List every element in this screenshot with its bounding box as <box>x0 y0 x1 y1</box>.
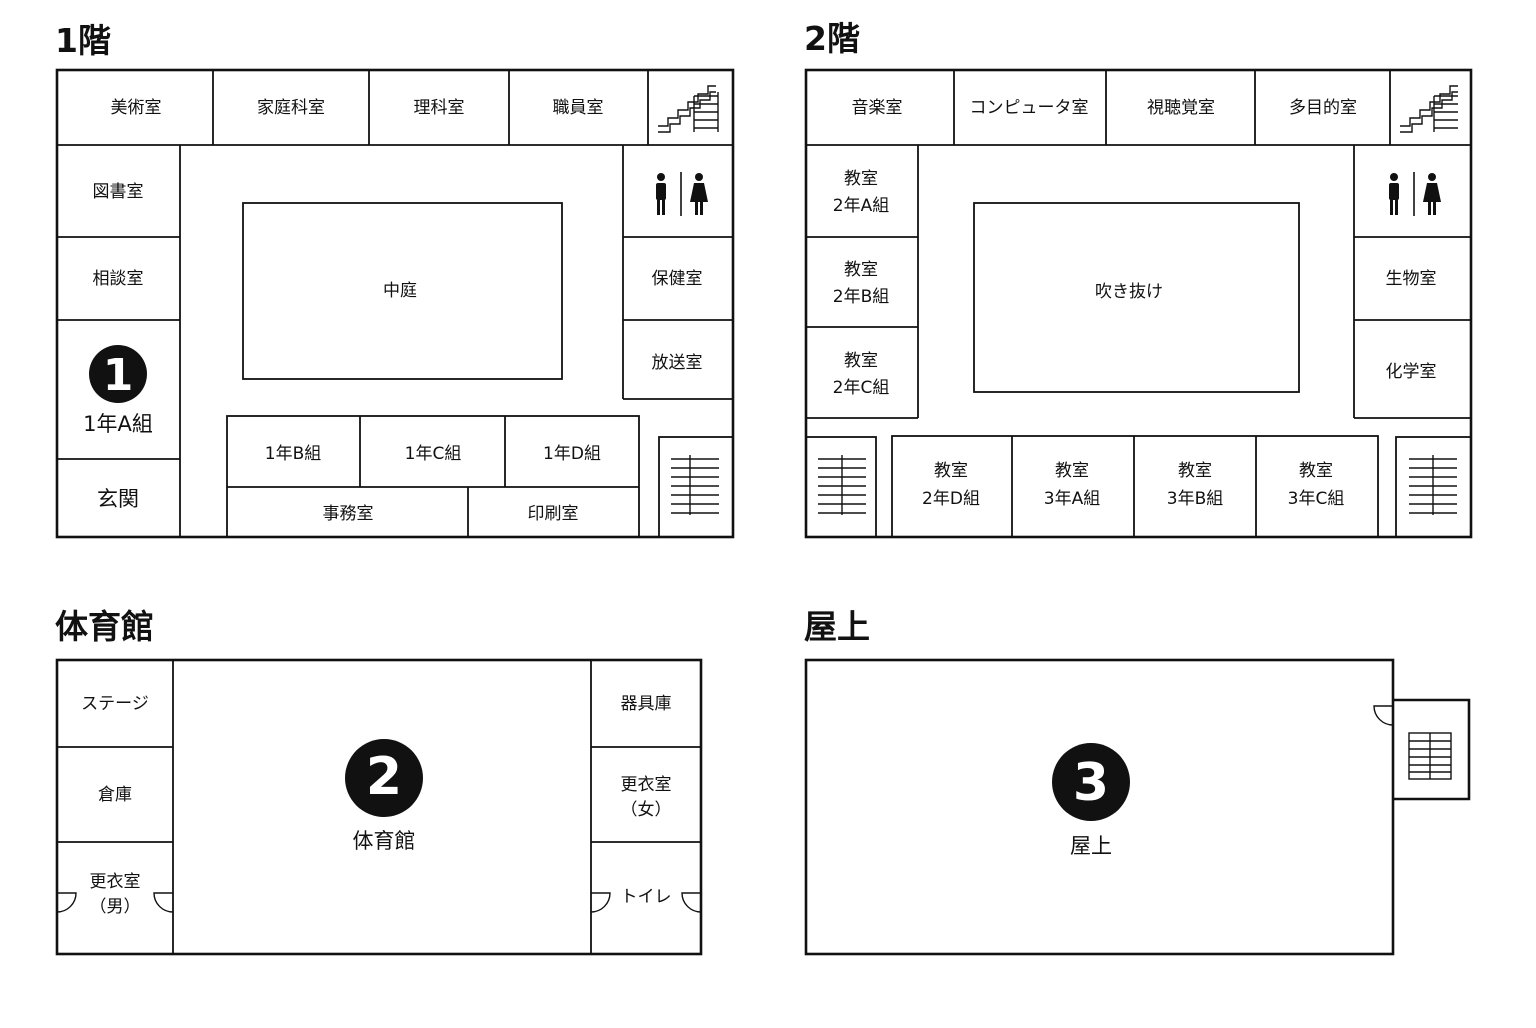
stairs-icon <box>1408 732 1452 780</box>
floor-1-title: 1階 <box>55 21 111 60</box>
room-class-2d: 2年D組 <box>922 489 980 509</box>
door-swing-icon <box>590 892 611 913</box>
room-home-ec: 家庭科室 <box>257 98 325 118</box>
room-class-3b: 3年B組 <box>1167 489 1223 509</box>
door-swing-icon <box>681 892 702 913</box>
atrium <box>973 202 1300 393</box>
room-class-1a: 1年A組 <box>83 412 153 436</box>
room-classroom-label: 教室 <box>1055 461 1089 481</box>
room-counseling: 相談室 <box>93 269 144 289</box>
stairs-icon <box>1400 85 1458 133</box>
stairs-icon <box>1409 455 1457 515</box>
floor-2-plan: 2階 音楽室 コンピュータ室 視聴覚室 多目的室 教室 2年A組 教室 2年B組 <box>804 19 1473 539</box>
room-changing-female: 更衣室 <box>621 775 672 795</box>
marker-1-number: 1 <box>103 350 134 401</box>
room-class-2c: 2年C組 <box>833 378 890 398</box>
floor-2-title: 2階 <box>804 19 860 58</box>
room-changing-male-note: （男） <box>90 897 141 917</box>
door-swing-icon <box>56 892 77 913</box>
floor-2-outline <box>804 68 1473 539</box>
floor-1-outline <box>55 68 735 539</box>
courtyard-label: 中庭 <box>383 281 417 301</box>
stairs-icon <box>818 455 866 515</box>
marker-1 <box>89 345 147 403</box>
room-class-2b: 2年B組 <box>833 287 889 307</box>
room-classroom-label: 教室 <box>934 461 968 481</box>
rooftop-title: 屋上 <box>804 607 870 646</box>
restroom-icon <box>1389 172 1441 216</box>
door-swing-icon <box>1373 705 1394 726</box>
marker-3 <box>1052 743 1130 821</box>
room-av: 視聴覚室 <box>1147 98 1215 118</box>
courtyard <box>242 202 563 380</box>
room-classroom-label: 教室 <box>844 169 878 189</box>
marker-2 <box>345 739 423 817</box>
room-biology: 生物室 <box>1386 269 1437 289</box>
room-changing-female-note: （女） <box>621 800 672 820</box>
room-classroom-label: 教室 <box>1178 461 1212 481</box>
room-class-2a: 2年A組 <box>833 196 889 216</box>
room-printing: 印刷室 <box>528 504 579 524</box>
rooftop-label: 屋上 <box>1070 834 1112 858</box>
floor-1-plan: 1階 美術室 家庭科室 理科室 職員室 図書室 相談室 <box>55 21 735 539</box>
room-science: 理科室 <box>414 98 465 118</box>
room-office: 事務室 <box>323 504 374 524</box>
room-chemistry: 化学室 <box>1386 362 1437 382</box>
atrium-label: 吹き抜け <box>1095 282 1163 302</box>
room-nurse: 保健室 <box>652 269 703 289</box>
room-equipment: 器具庫 <box>621 694 672 714</box>
room-stage: ステージ <box>81 694 149 714</box>
room-music: 音楽室 <box>852 98 903 118</box>
room-class-1d: 1年D組 <box>543 444 601 464</box>
room-entrance: 玄関 <box>97 487 139 511</box>
room-changing-male: 更衣室 <box>90 872 141 892</box>
stairs-icon <box>658 85 719 133</box>
marker-2-number: 2 <box>366 747 402 807</box>
room-class-1b: 1年B組 <box>265 444 321 464</box>
stairs-icon <box>671 455 719 515</box>
rooftop-outline <box>804 658 1395 956</box>
gym-hall-label: 体育館 <box>353 829 416 853</box>
rooftop-plan: 屋上 3 屋上 <box>804 607 1471 956</box>
room-library: 図書室 <box>93 182 144 202</box>
room-class-3a: 3年A組 <box>1044 489 1100 509</box>
stair-tower <box>1393 698 1471 801</box>
room-computer: コンピュータ室 <box>970 98 1089 118</box>
room-classroom-label: 教室 <box>844 351 878 371</box>
gym-title: 体育館 <box>55 607 154 646</box>
room-classroom-label: 教室 <box>1299 461 1333 481</box>
gym-outline <box>55 658 703 956</box>
room-broadcast: 放送室 <box>652 353 703 373</box>
room-staff: 職員室 <box>553 98 604 118</box>
restroom-icon <box>656 172 708 216</box>
room-class-3c: 3年C組 <box>1288 489 1345 509</box>
door-swing-icon <box>153 892 174 913</box>
gym-plan: 体育館 ステージ 倉庫 更衣室 （男） 2 体育館 器具庫 更衣室 （女） トイ… <box>55 607 703 956</box>
marker-3-number: 3 <box>1073 753 1109 813</box>
room-class-1c: 1年C組 <box>405 444 462 464</box>
room-classroom-label: 教室 <box>844 260 878 280</box>
room-storage: 倉庫 <box>98 785 132 805</box>
room-toilet: トイレ <box>621 887 672 907</box>
room-multipurpose: 多目的室 <box>1289 98 1357 118</box>
room-art: 美術室 <box>111 98 162 118</box>
